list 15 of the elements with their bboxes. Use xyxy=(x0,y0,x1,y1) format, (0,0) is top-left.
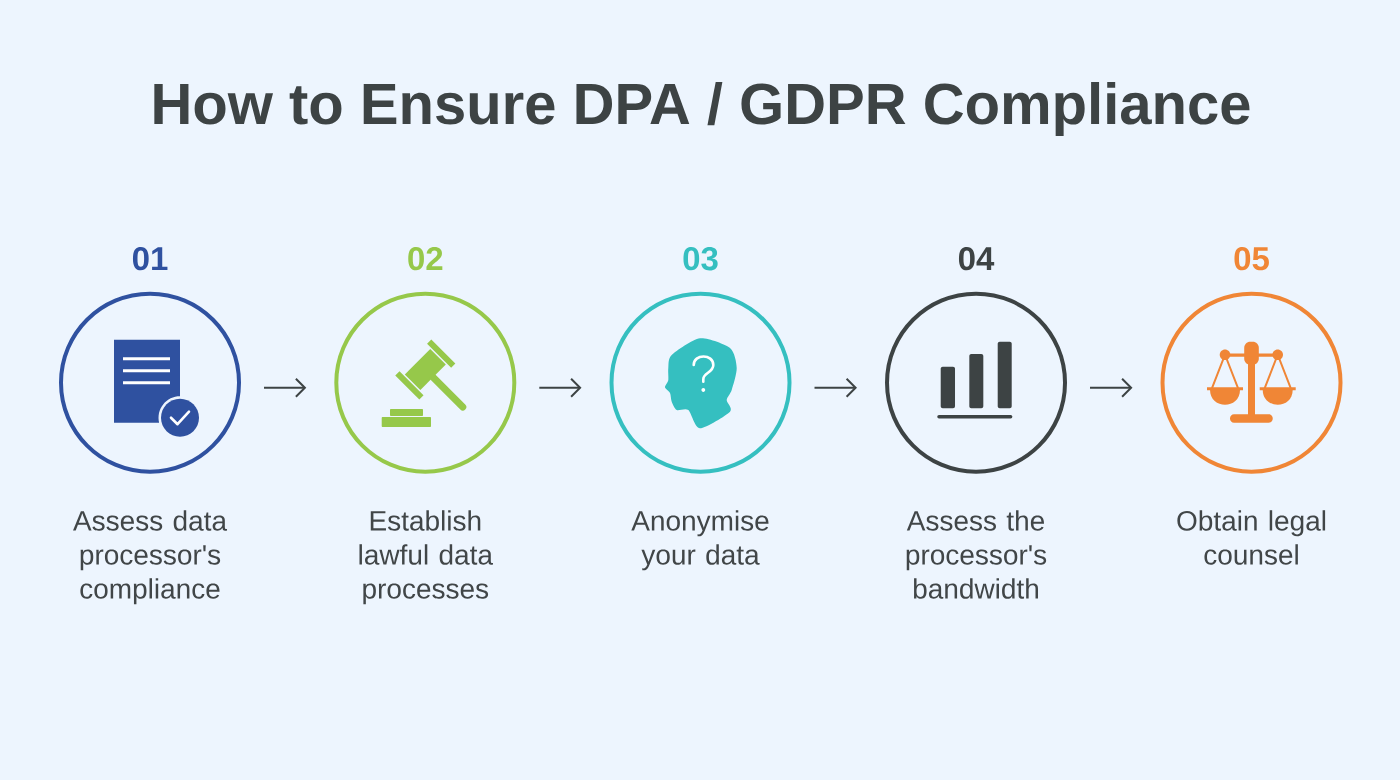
step-number: 02 xyxy=(408,246,443,271)
arrow xyxy=(538,377,582,398)
step-number: 05 xyxy=(1234,246,1269,271)
step-caption: Obtain legal counsel xyxy=(1177,510,1326,565)
step-number: 04 xyxy=(958,246,995,271)
step-number: 01 xyxy=(132,246,168,271)
arrow xyxy=(813,377,857,398)
step-caption: Assess data processor's compliance xyxy=(73,510,228,605)
step-number: 03 xyxy=(683,246,718,271)
title: How to Ensure DPA / GDPR Compliance xyxy=(154,81,1250,137)
arrow xyxy=(263,377,307,398)
step-caption: Establish lawful data processes xyxy=(359,510,493,605)
arrow xyxy=(1089,377,1133,398)
step-caption: Assess the processor's bandwidth xyxy=(906,510,1047,599)
step-caption: Anonymise your data xyxy=(631,510,769,571)
